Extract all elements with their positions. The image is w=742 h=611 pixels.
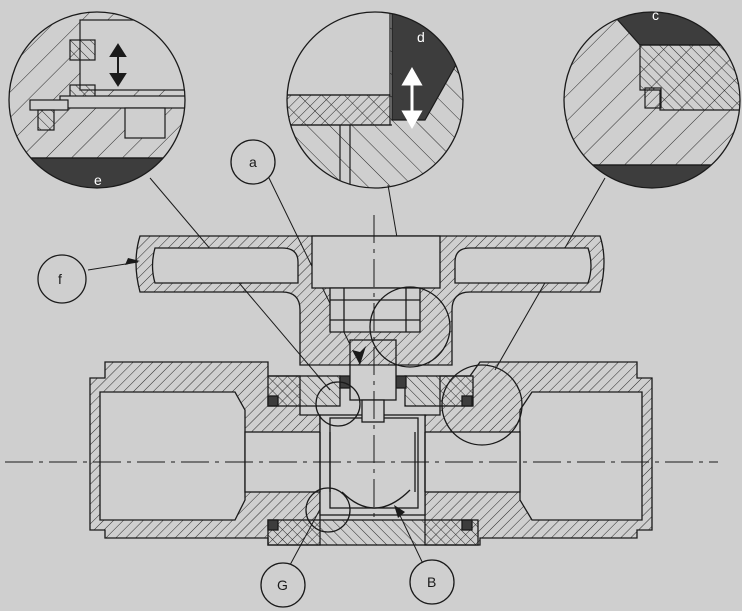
- detail-view-e: e: [8, 11, 186, 189]
- label-d: d: [417, 29, 425, 45]
- detail-view-c: c: [563, 7, 741, 189]
- label-c: c: [652, 7, 659, 23]
- label-bubble-b: B: [409, 559, 455, 605]
- callout-arrows: [125, 258, 405, 518]
- detail-markers: [305, 286, 523, 533]
- double-arrow-icon: [109, 43, 127, 87]
- label-bubble-a: a: [230, 139, 276, 185]
- label-f: f: [58, 271, 62, 287]
- label-bubble-f: f: [37, 254, 87, 304]
- label-e: e: [94, 172, 102, 188]
- label-a: a: [249, 154, 257, 170]
- handle: [135, 235, 605, 366]
- valve-body: [89, 339, 653, 546]
- detail-view-d: d: [286, 11, 464, 189]
- double-arrow-icon: [401, 66, 423, 130]
- label-bubble-g: G: [260, 562, 306, 608]
- label-b: B: [427, 574, 436, 590]
- centerlines: [5, 215, 718, 520]
- label-g: G: [277, 577, 288, 593]
